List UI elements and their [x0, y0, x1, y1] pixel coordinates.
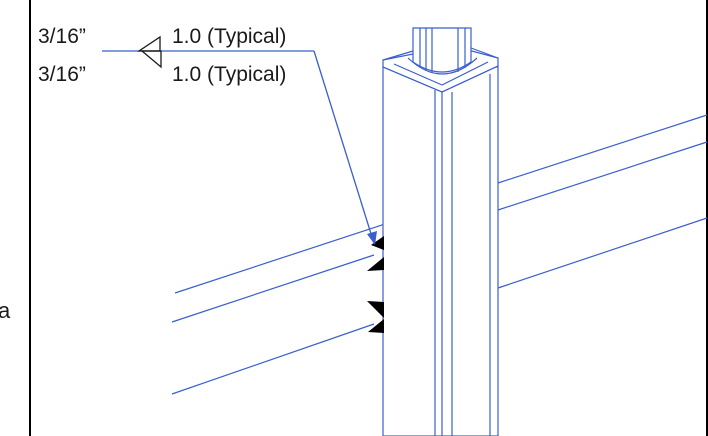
post — [382, 27, 499, 436]
fillet-weld-symbols — [136, 35, 162, 69]
fillet-weld-symbol-arrow-side — [136, 35, 161, 52]
weld-mark-4 — [368, 319, 384, 333]
right-rail-mid-edge — [497, 141, 708, 211]
cap-plate-edge-4 — [441, 61, 489, 86]
post-body — [382, 66, 499, 436]
cap-plate-edge-3 — [393, 63, 443, 86]
cylinder-stub — [412, 27, 472, 73]
weld-mark-2 — [367, 257, 384, 271]
fillet-weld-symbol-other-side — [140, 50, 162, 69]
weld-mark-3 — [367, 301, 384, 318]
left-rail-top-edge — [174, 222, 389, 294]
drawing-frame — [29, 0, 708, 436]
weld-length-top: 1.0 (Typical) — [172, 25, 286, 48]
leader-arrow-line — [313, 50, 373, 238]
right-rail-bottom-edge — [497, 217, 708, 289]
edge-letter-fragment: a — [0, 298, 11, 323]
right-rail-top-edge — [497, 114, 708, 184]
rails — [171, 114, 708, 395]
leader-arrowhead — [367, 231, 377, 245]
weld-length-bottom: 1.0 (Typical) — [172, 63, 286, 86]
weld-size-bottom: 3/16” — [38, 63, 86, 86]
weld-leader — [102, 50, 377, 245]
weld-size-top: 3/16” — [38, 25, 86, 48]
weld-mark-1 — [371, 236, 384, 250]
weld-marks — [367, 236, 384, 333]
left-rail-bottom-edge — [171, 323, 375, 395]
cap-plate-edge-1 — [382, 66, 443, 93]
cap-plate-edge-2 — [441, 65, 499, 93]
left-rail-mid-edge — [171, 254, 375, 323]
cylinder-base-ring — [407, 57, 478, 75]
